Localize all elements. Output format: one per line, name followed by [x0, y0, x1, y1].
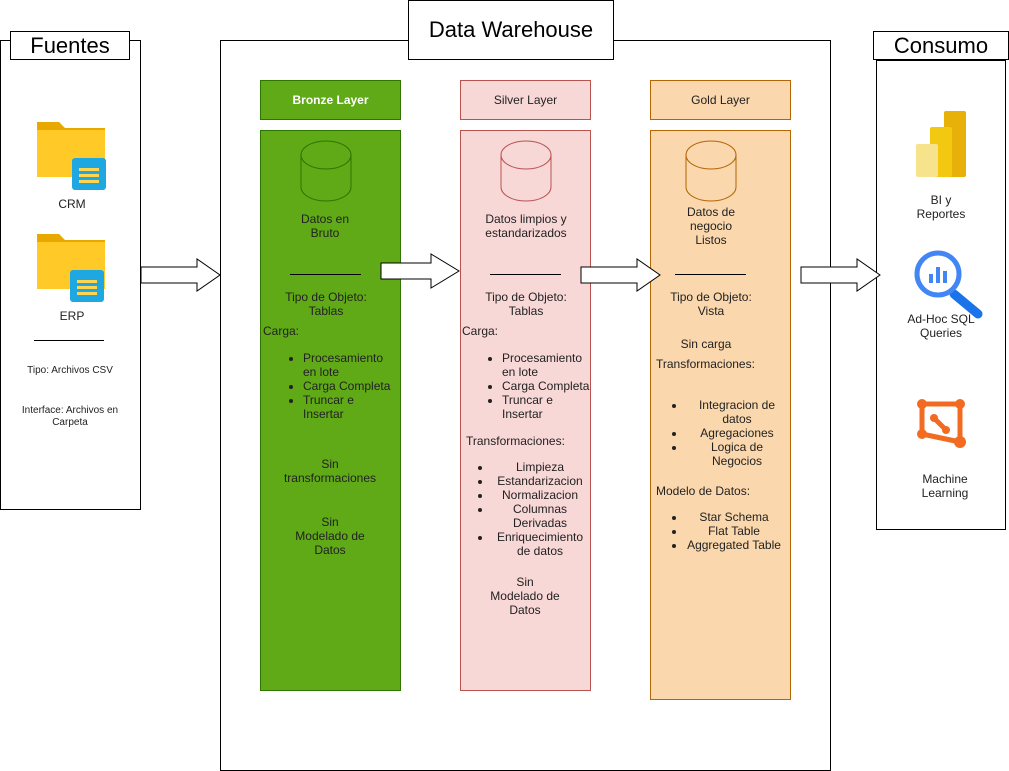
sources-type: Tipo: Archivos CSV	[27, 365, 113, 376]
list-item: Star Schema	[686, 510, 782, 524]
list-item: Logica de Negocios	[686, 440, 788, 468]
gold-object-type: Tipo de Objeto: Vista	[670, 290, 752, 318]
silver-object-type: Tipo de Objeto: Tablas	[485, 290, 567, 318]
gold-model-label: Modelo de Datos:	[656, 484, 751, 498]
gold-no-load: Sin carga	[680, 337, 732, 351]
consumption-item-ml: Machine Learning	[921, 472, 969, 500]
arrow-gold-to-consumption	[800, 258, 881, 292]
silver-layer-header: Silver Layer	[460, 80, 591, 120]
arrow-silver-to-gold	[580, 258, 661, 292]
bronze-load-list: Procesamiento en lote Carga Completa Tru…	[287, 351, 397, 421]
silver-load-label: Carga:	[462, 324, 499, 338]
silver-no-model: Sin Modelado de Datos	[490, 575, 560, 617]
source-item-crm: CRM	[58, 197, 86, 211]
list-item: Columnas Derivadas	[492, 502, 588, 530]
list-item: Truncar e Insertar	[303, 393, 397, 421]
gold-database-icon	[685, 140, 737, 202]
consumption-title: Consumo	[873, 31, 1009, 60]
bronze-no-model: Sin Modelado de Datos	[295, 515, 365, 557]
sources-interface: Interface: Archivos en Carpeta	[21, 405, 119, 428]
list-item: Limpieza	[492, 460, 588, 474]
erp-folder-icon	[36, 232, 108, 304]
warehouse-title: Data Warehouse	[408, 0, 614, 60]
bronze-divider	[290, 274, 361, 275]
list-item: Truncar e Insertar	[502, 393, 590, 421]
silver-layer-column	[460, 130, 591, 691]
bronze-no-transform: Sin transformaciones	[283, 457, 377, 485]
silver-divider	[490, 274, 561, 275]
bronze-object-type: Tipo de Objeto: Tablas	[285, 290, 367, 318]
arrow-bronze-to-silver	[380, 253, 460, 289]
list-item: Agregaciones	[686, 426, 788, 440]
source-item-erp: ERP	[59, 309, 85, 323]
gold-model-list: Star Schema Flat Table Aggregated Table	[670, 510, 782, 552]
bronze-layer-column	[260, 130, 401, 691]
list-item: Procesamiento en lote	[502, 351, 590, 379]
silver-load-list: Procesamiento en lote Carga Completa Tru…	[486, 351, 590, 421]
silver-transform-list: Limpieza Estandarizacion Normalizacion C…	[476, 460, 588, 558]
arrow-sources-to-bronze	[140, 258, 221, 292]
bronze-database-icon	[300, 140, 352, 202]
gold-divider	[675, 274, 746, 275]
gold-layer-header: Gold Layer	[650, 80, 791, 120]
sql-query-icon	[912, 250, 984, 320]
list-item: Procesamiento en lote	[303, 351, 397, 379]
bronze-load-label: Carga:	[263, 324, 300, 338]
crm-folder-icon	[36, 120, 108, 192]
silver-database-icon	[500, 140, 552, 202]
silver-transform-label: Transformaciones:	[466, 434, 565, 448]
sources-divider	[34, 340, 104, 341]
gold-layer-column	[650, 130, 791, 700]
machine-learning-icon	[916, 398, 968, 450]
sources-title: Fuentes	[10, 31, 130, 60]
gold-transform-label: Transformaciones:	[656, 357, 755, 371]
gold-storage-label: Datos de negocio Listos	[686, 205, 736, 247]
list-item: Carga Completa	[502, 379, 590, 393]
bronze-layer-header: Bronze Layer	[260, 80, 401, 120]
list-item: Normalizacion	[492, 488, 588, 502]
gold-transform-list: Integracion de datos Agregaciones Logica…	[670, 398, 788, 468]
list-item: Enriquecimiento de datos	[492, 530, 588, 558]
consumption-item-sql: Ad-Hoc SQL Queries	[907, 312, 975, 340]
list-item: Integracion de datos	[686, 398, 788, 426]
power-bi-icon	[914, 110, 968, 178]
bronze-storage-label: Datos en Bruto	[300, 212, 350, 240]
consumption-item-bi: BI y Reportes	[916, 193, 966, 221]
list-item: Estandarizacion	[492, 474, 588, 488]
silver-storage-label: Datos limpios y estandarizados	[485, 212, 567, 240]
list-item: Carga Completa	[303, 379, 397, 393]
list-item: Aggregated Table	[686, 538, 782, 552]
list-item: Flat Table	[686, 524, 782, 538]
